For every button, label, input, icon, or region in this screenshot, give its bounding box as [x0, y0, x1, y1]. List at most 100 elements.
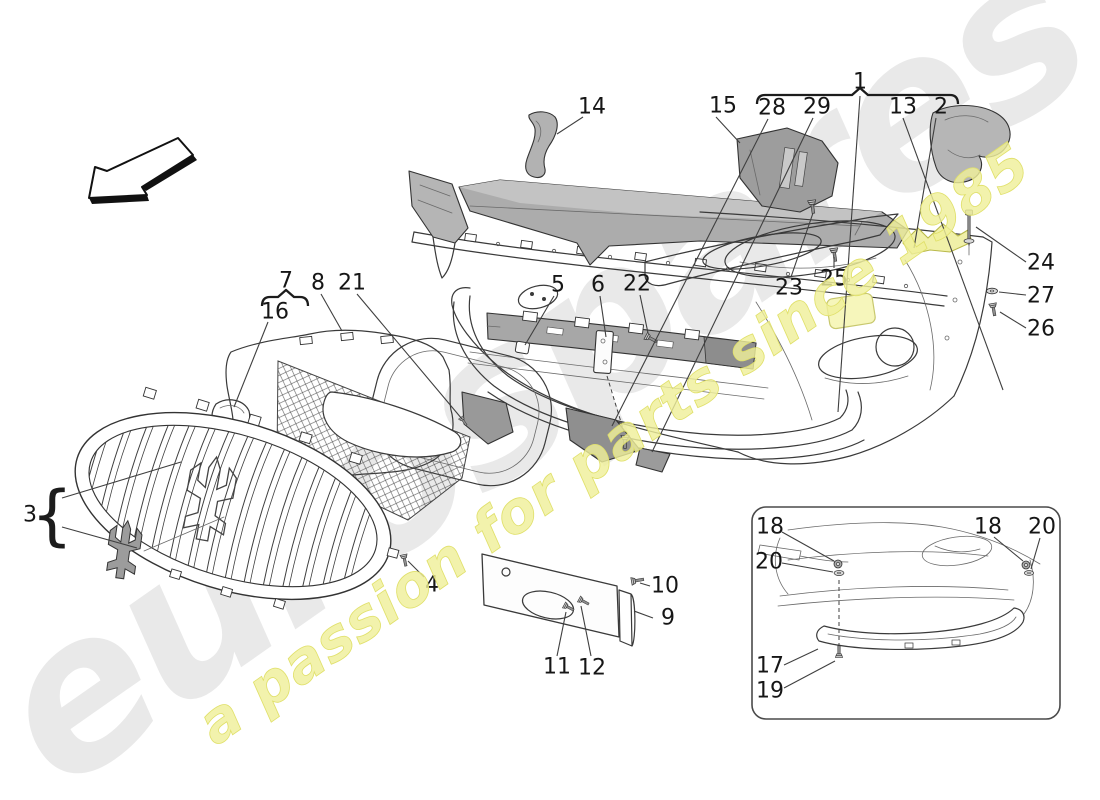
grille-tab	[142, 386, 157, 400]
grille-slat	[247, 441, 296, 595]
callout-label-4: 4	[425, 573, 439, 598]
callout-label-20R: 20	[1028, 515, 1056, 540]
leader-line-1	[837, 95, 861, 413]
grille-slat	[148, 410, 197, 565]
callout-label-24: 24	[1027, 251, 1055, 276]
callout-label-26: 26	[1027, 317, 1055, 342]
callout-label-17: 17	[756, 654, 784, 679]
brake-duct-wedges	[461, 391, 671, 473]
leader-line-15	[715, 116, 741, 144]
leader-line-11	[556, 611, 567, 657]
rail-hole	[495, 241, 501, 247]
inset-detail-box	[751, 506, 1061, 720]
grille-tab	[298, 431, 313, 445]
grille-slat	[204, 427, 253, 582]
absorber-slot	[546, 326, 564, 336]
callout-label-12: 12	[578, 656, 606, 681]
callout-label-11: 11	[543, 655, 571, 680]
callout-label-19: 19	[756, 679, 784, 704]
rail-hole	[551, 248, 557, 254]
license-plate-holder	[481, 553, 636, 647]
grille-slat	[154, 412, 202, 566]
leader-line-10	[639, 582, 651, 587]
leader-line-18L	[781, 531, 835, 562]
callout-label-16: 16	[261, 300, 289, 325]
grille-slat	[185, 422, 234, 576]
callout-label-27: 27	[1027, 284, 1055, 309]
absorber-tab	[522, 310, 539, 323]
callout-label-28: 28	[758, 96, 786, 121]
grille-slat	[210, 429, 258, 583]
air-duct-strip	[458, 179, 909, 266]
leader-line-16	[233, 321, 269, 408]
leader-line-13	[902, 117, 1004, 391]
callout-label-8: 8	[311, 271, 325, 296]
leader-line-2	[913, 117, 937, 249]
grille-tab	[195, 398, 210, 412]
callout-label-9: 9	[661, 606, 675, 631]
grille-slat	[260, 444, 309, 599]
callout-brace-3: {	[31, 477, 73, 554]
callout-label-25: 25	[820, 267, 848, 292]
callout-label-18R: 18	[974, 515, 1002, 540]
front-lip-part17	[816, 607, 1025, 651]
callout-label-7: 7	[279, 269, 293, 294]
callout-label-29: 29	[803, 95, 831, 120]
leader-line-3-1	[61, 526, 138, 549]
grille-tab	[169, 568, 183, 581]
callout-bracket-7	[260, 288, 310, 307]
leader-line-5	[524, 295, 555, 346]
callout-label-22: 22	[623, 272, 651, 297]
leader-line-12	[580, 605, 592, 657]
grille-slat	[222, 433, 271, 587]
leader-line-20L	[781, 562, 834, 573]
rail-tab	[872, 274, 886, 285]
callout-label-15: 15	[709, 94, 737, 119]
leader-line-22	[639, 294, 649, 334]
rail-tab	[634, 251, 648, 262]
rail-tab	[464, 232, 478, 243]
grille-slat	[266, 446, 314, 600]
leader-line-3	[61, 461, 182, 499]
callout-label-21: 21	[338, 271, 366, 296]
rail-hole	[665, 260, 671, 266]
clip-part5	[514, 340, 530, 355]
rail-tab	[520, 239, 534, 250]
grille-tab	[247, 413, 262, 427]
rail-hole	[785, 271, 791, 277]
bumper-upper-rail	[411, 231, 948, 307]
grille-slat	[228, 435, 277, 589]
leader-line-23	[790, 212, 814, 278]
callout-label-6: 6	[591, 273, 605, 298]
leader-line-9	[633, 610, 654, 619]
absorber-tab	[628, 322, 645, 335]
bracket-part6	[593, 330, 614, 374]
leader-line-21	[356, 293, 463, 420]
leader-line-28	[611, 118, 769, 427]
callout-label-14: 14	[578, 95, 606, 120]
absorber-tab	[574, 316, 591, 329]
grille-tab	[348, 451, 363, 465]
grille-tab	[220, 586, 234, 598]
callout-label-3: 3	[23, 503, 37, 528]
leader-line-24	[975, 226, 1027, 263]
leader-line-29	[651, 117, 814, 453]
rail-hole	[845, 277, 851, 283]
leader-line-17	[783, 648, 819, 666]
leader-line-8	[320, 293, 343, 332]
direction-arrow-icon	[88, 137, 197, 204]
side-duct-part14	[525, 111, 558, 179]
leader-line-18R	[993, 536, 1024, 562]
callout-label-1: 1	[853, 70, 867, 95]
callout-label-10: 10	[651, 574, 679, 599]
leader-line-4	[407, 560, 425, 578]
rail-hole	[903, 283, 909, 289]
leader-line-19	[783, 660, 836, 689]
callout-label-20L: 20	[755, 550, 783, 575]
leader-line-20R	[1030, 537, 1041, 570]
bumper-left-corner-cap	[408, 170, 469, 279]
rail-hole	[607, 254, 613, 260]
